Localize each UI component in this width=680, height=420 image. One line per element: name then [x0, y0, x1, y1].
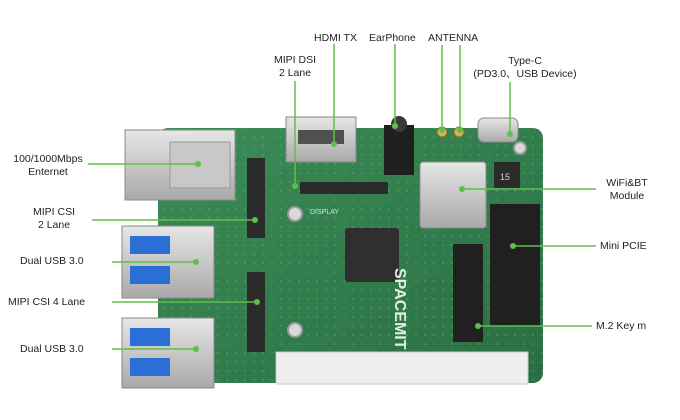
ethernet-port	[124, 129, 236, 201]
label-ethernet-line-2: Enternet	[28, 166, 68, 178]
mini-pcie-slot	[490, 204, 540, 326]
label-m2: M.2 Key m	[596, 320, 647, 332]
label-earphone: EarPhone	[369, 32, 416, 44]
label-mipi-csi-2: MIPI CSI 2 Lane	[14, 206, 94, 232]
wifi-bt-module	[419, 161, 487, 229]
hdmi-port	[285, 116, 357, 163]
label-wifi-bt-line-2: Module	[609, 190, 645, 202]
label-usb-bottom: Dual USB 3.0	[20, 343, 84, 355]
label-antenna: ANTENNA	[428, 32, 479, 44]
mount-hole	[513, 141, 527, 155]
silk-display: DISPLAY	[310, 209, 339, 216]
label-mipi-csi-2-line-2: 2 Lane	[37, 219, 71, 231]
soc-chip	[345, 228, 399, 282]
usb-port-bottom	[121, 317, 215, 389]
label-typec: Type-C (PD3.0、USB Device)	[470, 55, 580, 81]
leader-lines	[88, 44, 596, 350]
inductor-chip	[494, 162, 520, 188]
label-wifi-bt-line-1: WiFi&BT	[606, 177, 648, 189]
gpio-header	[275, 351, 529, 385]
label-ethernet-line-1: 100/1000Mbps	[13, 153, 83, 165]
mipi-csi-4-connector	[247, 272, 265, 352]
chip-label: 15	[500, 172, 510, 182]
label-typec-line-2: (PD3.0、USB Device)	[473, 68, 577, 80]
label-mipi-csi-2-line-1: MIPI CSI	[32, 206, 75, 218]
label-mipi-csi-4: MIPI CSI 4 Lane	[8, 296, 86, 308]
mipi-dsi-connector	[300, 182, 388, 194]
label-mini-pcie: Mini PCIE	[600, 240, 647, 252]
label-hdmi: HDMI TX	[314, 32, 357, 44]
label-mipi-dsi: MIPI DSI 2 Lane	[262, 54, 328, 80]
label-typec-line-1: Type-C	[508, 55, 542, 67]
mount-hole	[287, 322, 303, 338]
vendor-logo-text: SPACEMIT	[391, 268, 408, 350]
label-wifi-bt: WiFi&BT Module	[598, 177, 656, 203]
label-mipi-dsi-line-1: MIPI DSI	[273, 54, 316, 66]
typec-port	[477, 117, 519, 143]
leader-markers	[193, 123, 516, 352]
mount-hole	[287, 206, 303, 222]
label-mipi-dsi-line-2: 2 Lane	[278, 67, 312, 79]
label-ethernet: 100/1000Mbps Enternet	[8, 153, 88, 179]
label-usb-top: Dual USB 3.0	[20, 255, 84, 267]
mipi-csi-2-connector	[247, 158, 265, 238]
earphone-jack	[384, 116, 414, 175]
